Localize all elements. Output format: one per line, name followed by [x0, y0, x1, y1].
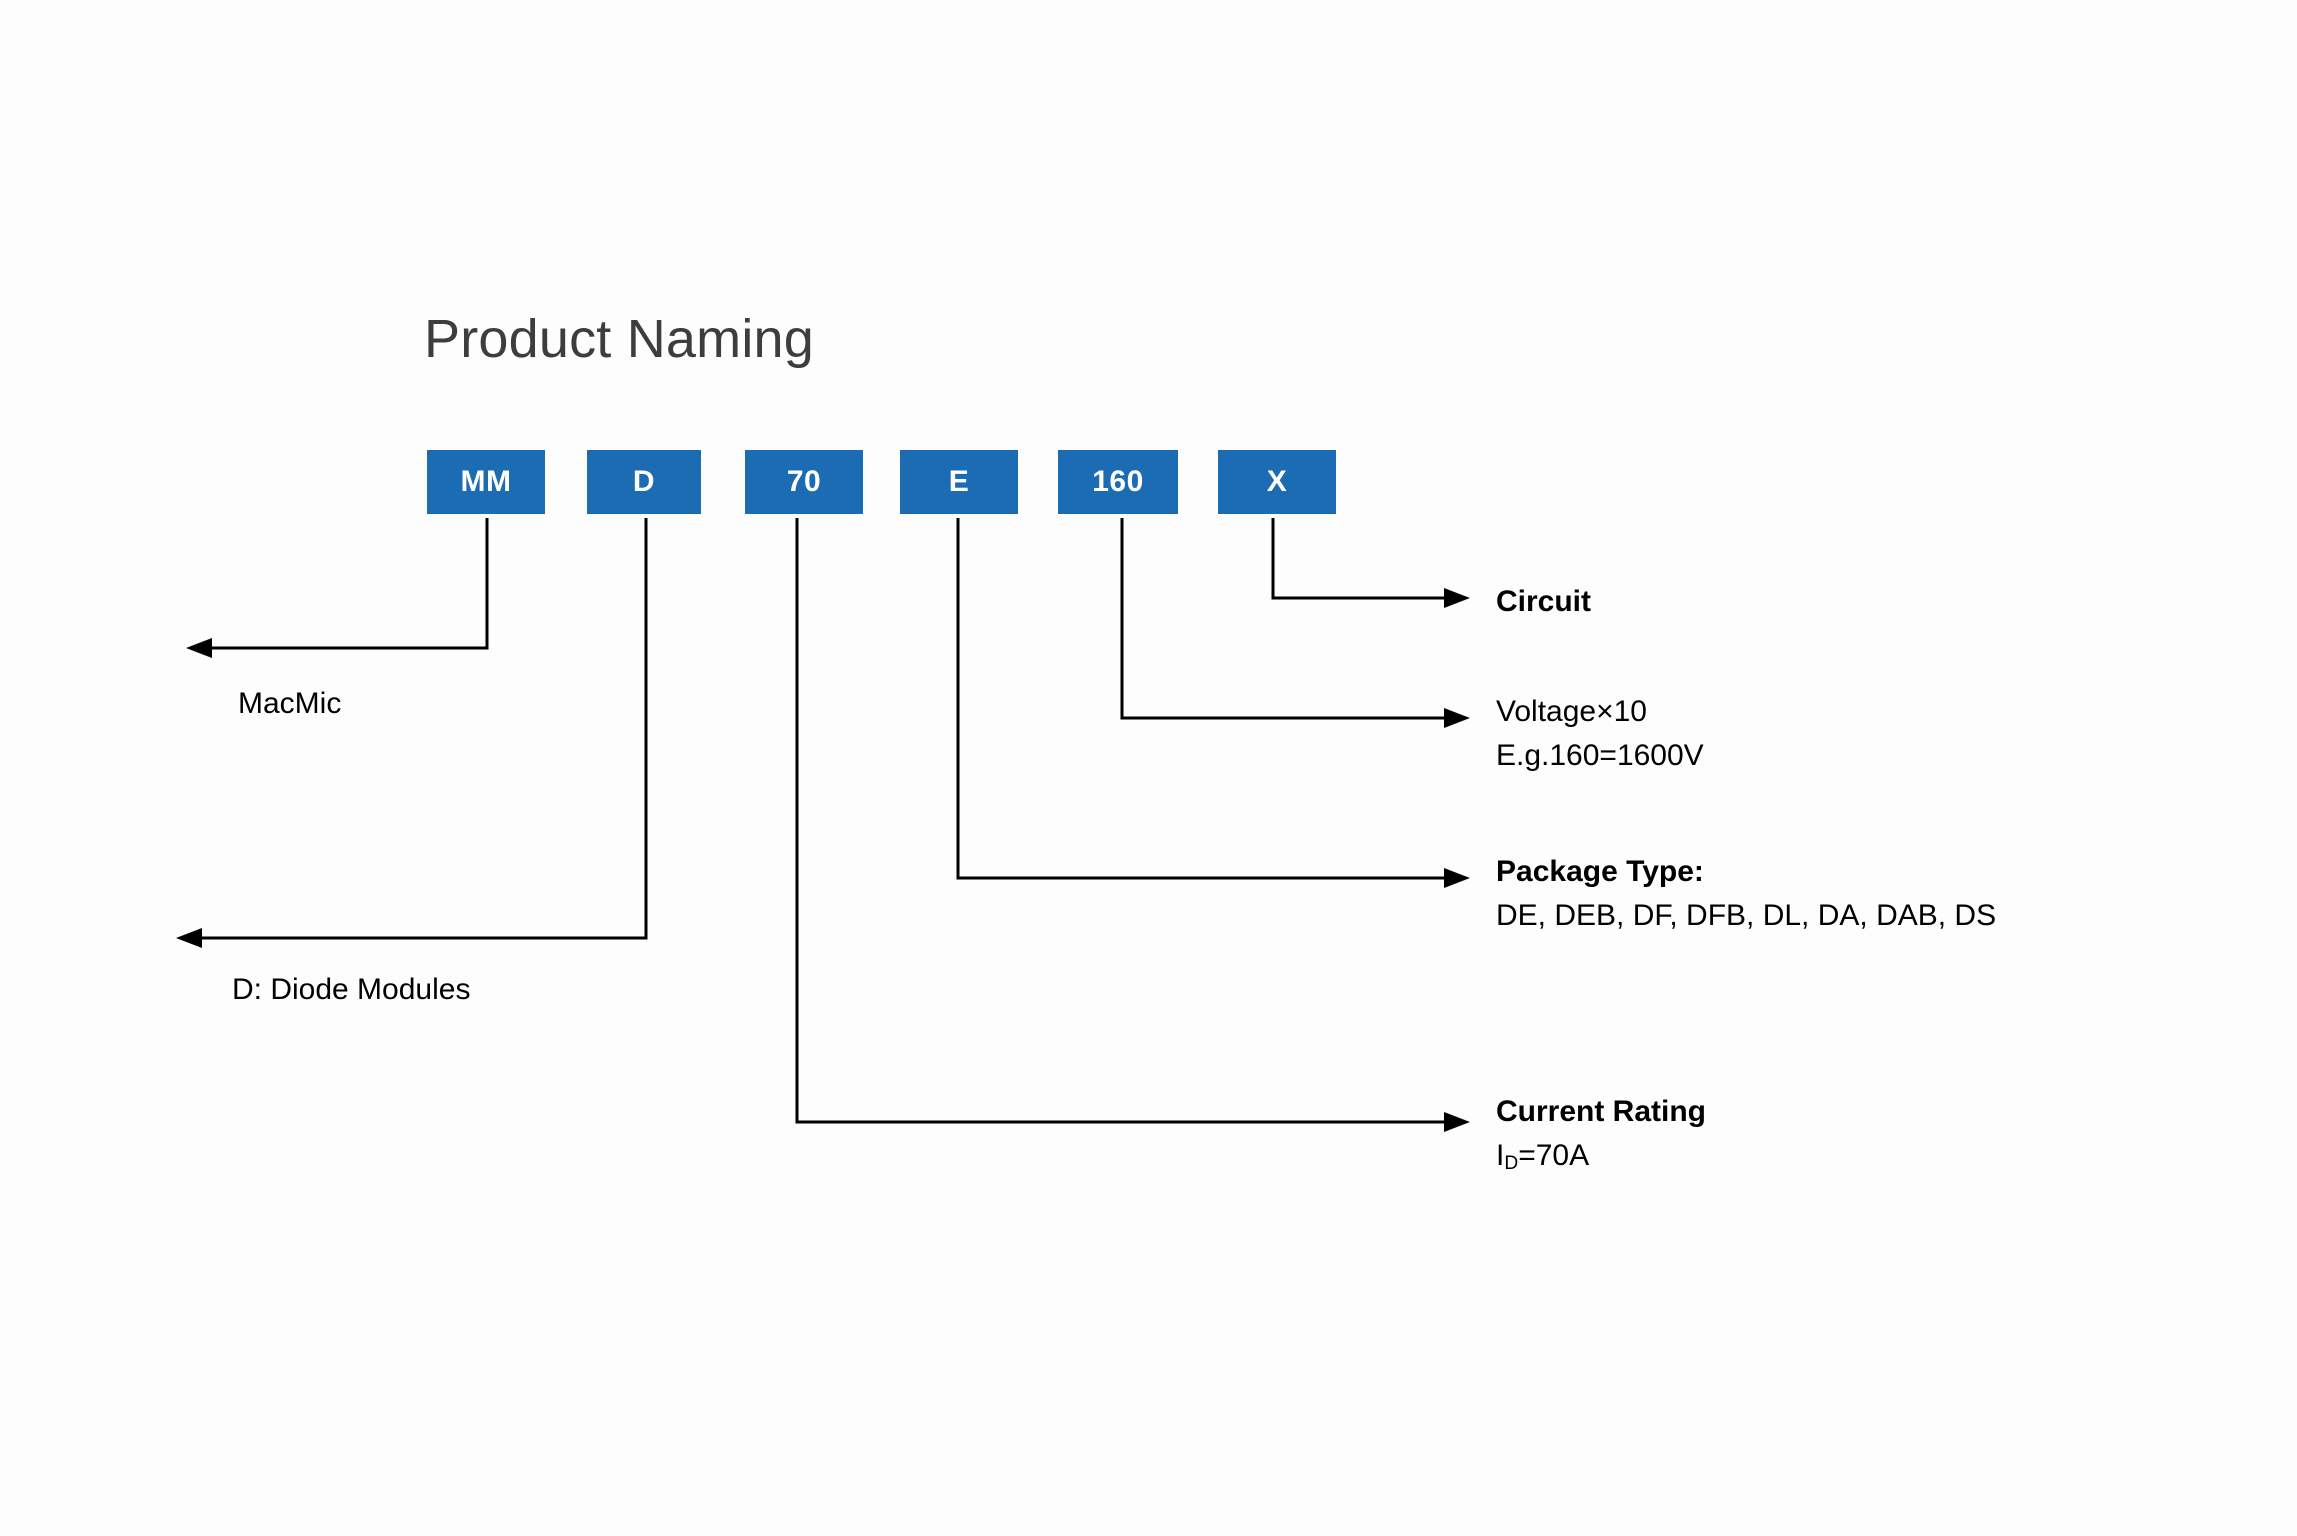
page-title: Product Naming [424, 309, 814, 369]
leader-line-e [956, 518, 1470, 888]
callout-circuit: Circuit [1496, 580, 1591, 624]
arrow-head-right-160 [1444, 708, 1470, 728]
leader-line-70 [795, 518, 1470, 1132]
callout-voltage-line1: Voltage×10 [1496, 695, 1647, 728]
current-symbol: I [1496, 1139, 1505, 1172]
arrow-head-right-70 [1444, 1112, 1470, 1132]
leader-line-x [1271, 518, 1470, 608]
callout-diode-label: D: Diode Modules [232, 973, 471, 1006]
callout-voltage-line2: E.g.160=1600V [1496, 739, 1704, 772]
leader-line-160 [1120, 518, 1470, 728]
arrow-head-right-x [1444, 588, 1470, 608]
current-value: =70A [1518, 1139, 1590, 1172]
leader-line-mm [186, 518, 489, 658]
callout-current-rating: Current Rating ID=70A [1496, 1090, 1706, 1182]
code-box-70[interactable]: 70 [745, 450, 863, 514]
callout-diode-modules: D: Diode Modules [232, 968, 470, 1012]
code-box-d[interactable]: D [587, 450, 701, 514]
code-box-x[interactable]: X [1218, 450, 1336, 514]
code-box-160[interactable]: 160 [1058, 450, 1178, 514]
callout-macmic-label: MacMic [238, 687, 342, 720]
callout-current-formula: ID=70A [1496, 1134, 1706, 1182]
code-box-e[interactable]: E [900, 450, 1018, 514]
leader-line-d [176, 518, 648, 948]
arrow-head-left-d [176, 928, 202, 948]
callout-package-type: Package Type: DE, DEB, DF, DFB, DL, DA, … [1496, 850, 1996, 938]
callout-macmic: MacMic [238, 682, 341, 726]
callout-package-values: DE, DEB, DF, DFB, DL, DA, DAB, DS [1496, 899, 1997, 932]
current-subscript: D [1504, 1153, 1519, 1175]
arrow-head-left-mm [186, 638, 212, 658]
code-box-mm[interactable]: MM [427, 450, 545, 514]
callout-package-heading: Package Type: [1496, 855, 1704, 888]
callout-current-heading: Current Rating [1496, 1095, 1706, 1128]
callout-voltage: Voltage×10 E.g.160=1600V [1496, 690, 1704, 778]
arrow-head-right-e [1444, 868, 1470, 888]
callout-circuit-heading: Circuit [1496, 585, 1592, 618]
